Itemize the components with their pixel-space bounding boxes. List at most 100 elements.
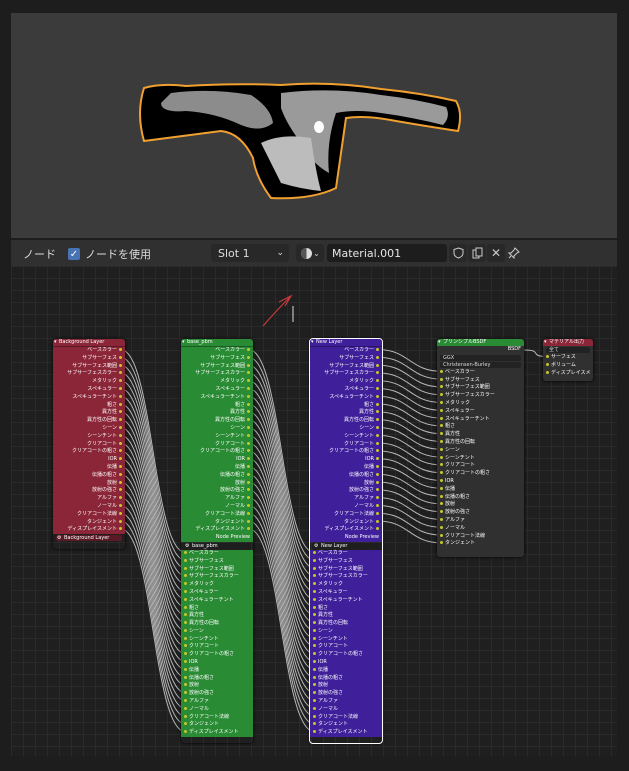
socket-dot-icon[interactable]: [440, 502, 443, 506]
node-socket-row[interactable]: ノーマル: [310, 502, 382, 511]
node-socket-row[interactable]: タンジェント: [310, 721, 382, 730]
node-socket-row[interactable]: アルファ: [310, 495, 382, 503]
node-link[interactable]: [377, 403, 442, 427]
socket-dot-icon[interactable]: [247, 449, 250, 453]
socket-dot-icon[interactable]: [313, 683, 316, 687]
node-socket-row[interactable]: シーン: [53, 424, 125, 433]
node-socket-row[interactable]: スペキュラー: [181, 385, 253, 394]
socket-dot-icon[interactable]: [184, 636, 187, 640]
socket-dot-icon[interactable]: [119, 527, 122, 531]
node-socket-row[interactable]: サブサーフェスカラー: [310, 370, 382, 379]
node-socket-row[interactable]: シーンチント: [181, 432, 253, 441]
node-socket-row[interactable]: 放射の強さ: [181, 487, 253, 496]
socket-dot-icon[interactable]: [440, 432, 443, 436]
socket-dot-icon[interactable]: [376, 464, 379, 468]
node-socket-row[interactable]: スペキュラーチント: [310, 393, 382, 402]
socket-dot-icon[interactable]: [376, 371, 379, 375]
node-link[interactable]: [377, 395, 442, 419]
slot-dropdown[interactable]: Slot 1 ⌄: [211, 244, 289, 262]
socket-dot-icon[interactable]: [247, 355, 250, 359]
node-socket-row[interactable]: IOR: [181, 659, 253, 667]
node-link[interactable]: [377, 364, 442, 388]
node-socket-row[interactable]: クリアコートの粗さ: [310, 651, 382, 660]
socket-dot-icon[interactable]: [247, 441, 250, 445]
socket-dot-icon[interactable]: [313, 706, 316, 710]
node-link[interactable]: [377, 442, 442, 466]
node-socket-row[interactable]: 伝播: [53, 463, 125, 472]
node-link[interactable]: [377, 497, 442, 520]
distribution-dropdown[interactable]: GGX: [440, 354, 521, 361]
socket-dot-icon[interactable]: [119, 511, 122, 515]
node-link[interactable]: [120, 349, 186, 553]
node-socket-row[interactable]: ベースカラー: [437, 368, 524, 377]
node-socket-row[interactable]: 粗さ: [310, 604, 382, 613]
node-socket-row[interactable]: 異方性: [437, 431, 524, 439]
socket-dot-icon[interactable]: [313, 660, 316, 664]
node-socket-row[interactable]: クリアコート: [310, 440, 382, 449]
node-socket-row[interactable]: クリアコート: [53, 440, 125, 449]
material-name-field[interactable]: Material.001: [327, 244, 447, 262]
node-link[interactable]: [120, 473, 186, 678]
node-link[interactable]: [377, 504, 442, 528]
node-link[interactable]: [120, 520, 186, 725]
socket-dot-icon[interactable]: [247, 363, 250, 367]
socket-dot-icon[interactable]: [247, 371, 250, 375]
socket-dot-icon[interactable]: [440, 471, 443, 475]
socket-dot-icon[interactable]: [313, 652, 316, 656]
socket-dot-icon[interactable]: [247, 519, 250, 523]
node-socket-row[interactable]: スペキュラー: [310, 385, 382, 394]
node-socket-row[interactable]: クリアコートの粗さ: [181, 448, 253, 457]
socket-dot-icon[interactable]: [440, 447, 443, 451]
node-socket-row[interactable]: サブサーフェス: [181, 557, 253, 566]
node-link[interactable]: [377, 426, 442, 450]
node-link[interactable]: [120, 411, 186, 616]
node-socket-row[interactable]: シーン: [437, 446, 524, 455]
node-link[interactable]: [377, 434, 442, 458]
node-link[interactable]: [120, 434, 186, 639]
socket-dot-icon[interactable]: [119, 433, 122, 437]
node-socket-row[interactable]: サブサーフェス範囲: [437, 384, 524, 393]
socket-dot-icon[interactable]: [440, 416, 443, 420]
socket-dot-icon[interactable]: [313, 730, 316, 734]
node-socket-row[interactable]: IOR: [181, 456, 253, 464]
node-link[interactable]: [377, 387, 442, 411]
node-socket-row[interactable]: 放射: [181, 682, 253, 691]
socket-dot-icon[interactable]: [313, 621, 316, 625]
node-socket-row[interactable]: 異方性の回転: [181, 417, 253, 425]
socket-dot-icon[interactable]: [184, 667, 187, 671]
socket-dot-icon[interactable]: [376, 496, 379, 500]
node-link[interactable]: [248, 387, 315, 592]
socket-dot-icon[interactable]: [184, 722, 187, 726]
checkbox-icon[interactable]: ✓: [68, 248, 80, 260]
node-socket-row[interactable]: クリアコート: [437, 462, 524, 471]
node-link[interactable]: [120, 528, 186, 733]
node-socket-row[interactable]: 伝播: [310, 666, 382, 675]
node-socket-row[interactable]: スペキュラー: [437, 407, 524, 416]
socket-dot-icon[interactable]: [184, 706, 187, 710]
socket-dot-icon[interactable]: [247, 527, 250, 531]
node-socket-row[interactable]: 異方性の回転: [310, 620, 382, 628]
socket-dot-icon[interactable]: [184, 644, 187, 648]
node-socket-row[interactable]: スペキュラーチント: [181, 596, 253, 605]
socket-dot-icon[interactable]: [119, 472, 122, 476]
node-socket-row[interactable]: クリアコート: [310, 643, 382, 652]
node-socket-row[interactable]: メタリック: [437, 399, 524, 408]
node-socket-row[interactable]: サブサーフェス: [181, 354, 253, 363]
socket-dot-icon[interactable]: [313, 691, 316, 695]
socket-dot-icon[interactable]: [440, 369, 443, 373]
node-link[interactable]: [248, 465, 315, 670]
node-header[interactable]: プリンシプルBSDF: [437, 339, 524, 346]
node-link[interactable]: [377, 450, 442, 474]
socket-dot-icon[interactable]: [247, 464, 250, 468]
socket-dot-icon[interactable]: [184, 574, 187, 578]
node-socket-row[interactable]: 放射の強さ: [437, 509, 524, 517]
node-link[interactable]: [120, 458, 186, 663]
node-socket-row[interactable]: ノーマル: [310, 705, 382, 714]
socket-dot-icon[interactable]: [247, 386, 250, 390]
node-link[interactable]: [377, 419, 442, 442]
node-socket-row[interactable]: スペキュラー: [181, 588, 253, 597]
node-socket-row[interactable]: IOR: [437, 477, 524, 486]
socket-dot-icon[interactable]: [313, 605, 316, 609]
node-socket-row[interactable]: ベースカラー: [181, 549, 253, 558]
socket-dot-icon[interactable]: [313, 636, 316, 640]
